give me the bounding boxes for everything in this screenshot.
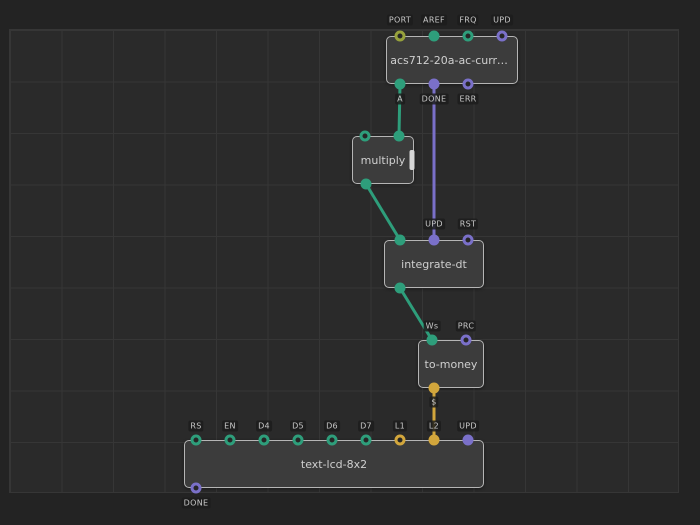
pin-lcd-l1[interactable] — [394, 434, 406, 446]
pin-label-d4: D4 — [256, 420, 272, 432]
pin-label-l1: L1 — [392, 420, 408, 432]
pin-label-dollar: $ — [429, 396, 439, 408]
node-title: acs712-20a-ac-current-s… — [390, 53, 517, 67]
pin-multiply-out[interactable] — [360, 178, 372, 190]
pin-multiply-in1[interactable] — [359, 130, 371, 142]
pin-label-rs: RS — [188, 420, 204, 432]
pin-label-d5: D5 — [290, 420, 306, 432]
pin-label-ws: Ws — [423, 320, 441, 332]
wire-a-to-multiply[interactable] — [397, 82, 402, 138]
pin-label-port: PORT — [386, 14, 414, 26]
pin-acs712-out-err[interactable] — [462, 78, 474, 90]
pin-label-d6: D6 — [324, 420, 340, 432]
pin-label-done: DONE — [181, 497, 211, 509]
pin-acs712-upd[interactable] — [496, 30, 508, 42]
pin-label-upd: UPD — [457, 420, 479, 432]
pin-lcd-en[interactable] — [224, 434, 236, 446]
pin-label-a: A — [395, 93, 405, 105]
pin-label-rst: RST — [457, 218, 479, 230]
pin-label-prc: PRC — [455, 320, 477, 332]
node-title: text-lcd-8x2 — [300, 457, 368, 471]
node-title: integrate-dt — [401, 257, 467, 271]
pin-label-done: DONE — [419, 93, 449, 105]
pin-lcd-d6[interactable] — [326, 434, 338, 446]
pin-lcd-d4[interactable] — [258, 434, 270, 446]
pin-lcd-d7[interactable] — [360, 434, 372, 446]
pin-lcd-out-done[interactable] — [190, 482, 202, 494]
node-text-lcd-8x2[interactable]: text-lcd-8x2 — [184, 440, 484, 488]
pin-label-en: EN — [222, 420, 238, 432]
pin-tomoney-prc[interactable] — [460, 334, 472, 346]
pin-acs712-out-done[interactable] — [428, 78, 440, 90]
pin-label-err: ERR — [457, 93, 479, 105]
pin-label-d7: D7 — [358, 420, 374, 432]
pin-acs712-port[interactable] — [394, 30, 406, 42]
node-integrate-dt[interactable]: integrate-dt — [384, 240, 484, 288]
pin-label-upd: UPD — [423, 218, 445, 230]
wire-integrate-to-tomoney[interactable] — [398, 286, 434, 342]
pin-acs712-aref[interactable] — [428, 30, 440, 42]
pin-integrate-out[interactable] — [394, 282, 406, 294]
node-to-money[interactable]: to-money — [418, 340, 484, 388]
pin-lcd-d5[interactable] — [292, 434, 304, 446]
pin-integrate-in-x[interactable] — [394, 234, 406, 246]
pin-multiply-in2[interactable] — [393, 130, 405, 142]
node-title: multiply — [360, 153, 406, 167]
pin-label-upd: UPD — [491, 14, 513, 26]
variadic-handle[interactable] — [409, 150, 415, 170]
pin-lcd-upd[interactable] — [462, 434, 474, 446]
pin-lcd-l2[interactable] — [428, 434, 440, 446]
pin-label-frq: FRQ — [457, 14, 479, 26]
pin-integrate-upd[interactable] — [428, 234, 440, 246]
pin-acs712-out-a[interactable] — [394, 78, 406, 90]
pin-lcd-rs[interactable] — [190, 434, 202, 446]
pin-label-aref: AREF — [421, 14, 447, 26]
grid-background — [9, 29, 679, 493]
wire-multiply-to-integrate[interactable] — [364, 182, 402, 242]
pin-integrate-rst[interactable] — [462, 234, 474, 246]
pin-acs712-frq[interactable] — [462, 30, 474, 42]
pin-tomoney-ws[interactable] — [426, 334, 438, 346]
node-title: to-money — [424, 357, 478, 371]
node-multiply[interactable]: multiply — [352, 136, 414, 184]
pin-tomoney-out-dollar[interactable] — [428, 382, 440, 394]
pin-label-l2: L2 — [426, 420, 442, 432]
node-acs712-current-sensor[interactable]: acs712-20a-ac-current-s… — [386, 36, 518, 84]
